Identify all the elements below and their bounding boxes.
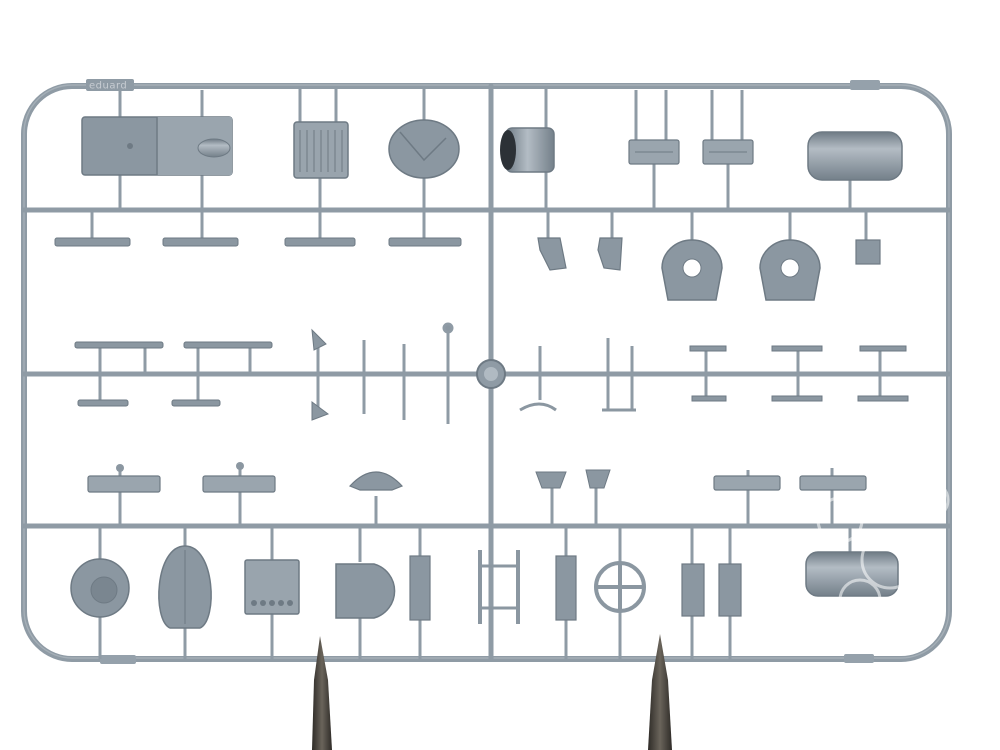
part-struts-right-mid bbox=[689, 345, 909, 402]
display-stand-clip-left bbox=[312, 636, 332, 750]
part-engine-bearers bbox=[661, 210, 821, 301]
part-wheel-disc bbox=[70, 526, 130, 659]
part-rect-blocks bbox=[681, 526, 742, 659]
part-d-plate bbox=[335, 526, 396, 659]
part-engine-cowl-ring bbox=[500, 88, 555, 210]
brand-text: eduard bbox=[89, 81, 127, 92]
part-small-mounts-right bbox=[535, 469, 611, 526]
part-fittings-right bbox=[519, 338, 636, 412]
part-tail-plate bbox=[158, 526, 212, 659]
watermark bbox=[816, 480, 950, 622]
part-radiator-grille bbox=[293, 88, 349, 210]
part-cockpit-floor bbox=[81, 90, 233, 210]
brand-logo: eduard bbox=[86, 79, 134, 92]
part-fuselage-cylinder-bottom bbox=[805, 526, 899, 597]
display-stand-clip-right bbox=[648, 634, 672, 750]
part-brackets bbox=[537, 210, 623, 271]
part-struts-row2-left bbox=[54, 210, 462, 247]
part-small-block bbox=[855, 210, 881, 265]
sprue-center-hub bbox=[476, 359, 506, 389]
part-fuselage-cylinder bbox=[807, 131, 903, 210]
part-oval-bulkhead bbox=[388, 88, 460, 210]
part-wing-panels-right bbox=[713, 468, 867, 526]
part-instrument-panel bbox=[244, 526, 300, 659]
part-wing-panels-left bbox=[87, 462, 276, 526]
part-cabane-center bbox=[348, 471, 404, 526]
part-small-fittings-left bbox=[311, 322, 454, 424]
part-seat-pair bbox=[628, 90, 754, 210]
part-ladder-strips bbox=[409, 526, 577, 659]
part-axles-left bbox=[74, 341, 273, 407]
part-crosshair-ring bbox=[594, 526, 646, 659]
